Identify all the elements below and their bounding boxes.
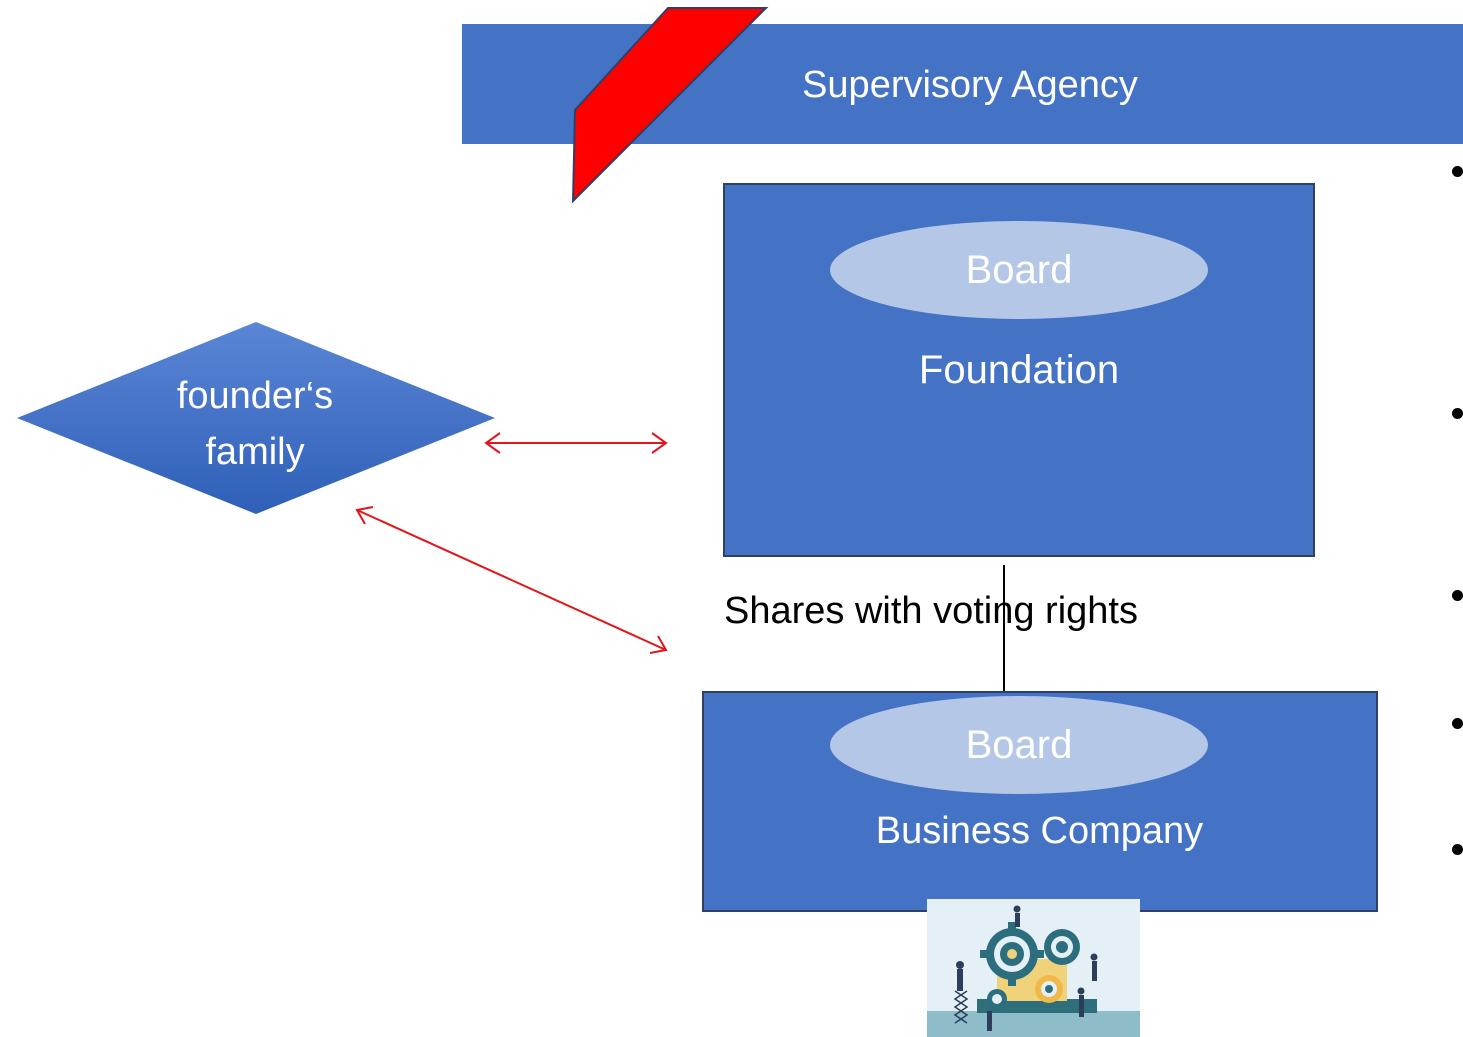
bullet-2: [1452, 408, 1463, 419]
founders-family-line2: family: [205, 431, 305, 473]
company-board-ellipse: Board: [830, 696, 1208, 794]
bullet-1: [1452, 166, 1463, 177]
foundation-label: Foundation: [918, 348, 1120, 392]
gears-illustration-icon: [927, 899, 1140, 1037]
bullet-4: [1452, 718, 1463, 729]
bullet-5: [1452, 844, 1463, 855]
bullet-3: [1452, 590, 1463, 601]
supervisory-agency-label: Supervisory Agency: [802, 64, 1138, 106]
founders-family-label: founder‘s family: [120, 368, 390, 480]
founders-family-line1: founder‘s: [176, 375, 334, 417]
family-foundation-arrow: [484, 432, 668, 454]
foundation-board-ellipse: Board: [830, 221, 1208, 319]
family-company-arrow: [355, 506, 668, 654]
shares-with-voting-rights-label: Shares with voting rights: [724, 590, 1138, 632]
founders-family-diamond: [17, 322, 495, 514]
red-ribbon-shape: [571, 7, 769, 204]
business-company-label: Business Company: [875, 810, 1204, 852]
